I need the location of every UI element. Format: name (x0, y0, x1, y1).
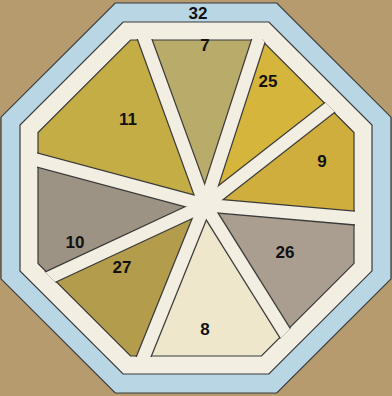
callout-number: 7 (200, 36, 209, 55)
callout-number: 11 (119, 110, 137, 129)
sashing-spoke (0, 127, 205, 205)
callout-number: 32 (189, 4, 208, 23)
sashing-spoke (102, 0, 205, 205)
sashing-spoke (0, 127, 205, 205)
sashing-spoke (205, 205, 364, 396)
callout-number: 25 (259, 72, 278, 91)
callout-number: 8 (200, 320, 209, 339)
fabric-number: 26 (276, 243, 295, 263)
sashing-spoke (205, 205, 392, 231)
fabric-number: 27 (113, 258, 132, 278)
fabric-number: 32 (189, 4, 208, 24)
fabric-wedge (0, 0, 205, 205)
fabric-number: 8 (200, 320, 209, 340)
callout-number: 10 (66, 233, 85, 252)
fabric-number: 7 (200, 36, 209, 56)
sashing-spoke (205, 205, 364, 396)
sashing-spoke (205, 205, 392, 231)
callout-number: 9 (317, 152, 326, 171)
fabric-number: 25 (259, 72, 278, 92)
callout-number: 26 (276, 243, 295, 262)
fabric-wedge (0, 127, 205, 331)
fabric-number: 9 (317, 152, 326, 172)
callout-number: 27 (113, 258, 132, 277)
fabric-number: 11 (119, 110, 137, 130)
sashing-spoke (205, 20, 392, 205)
fabric-number: 10 (66, 233, 85, 253)
sashing-spoke (0, 205, 205, 332)
